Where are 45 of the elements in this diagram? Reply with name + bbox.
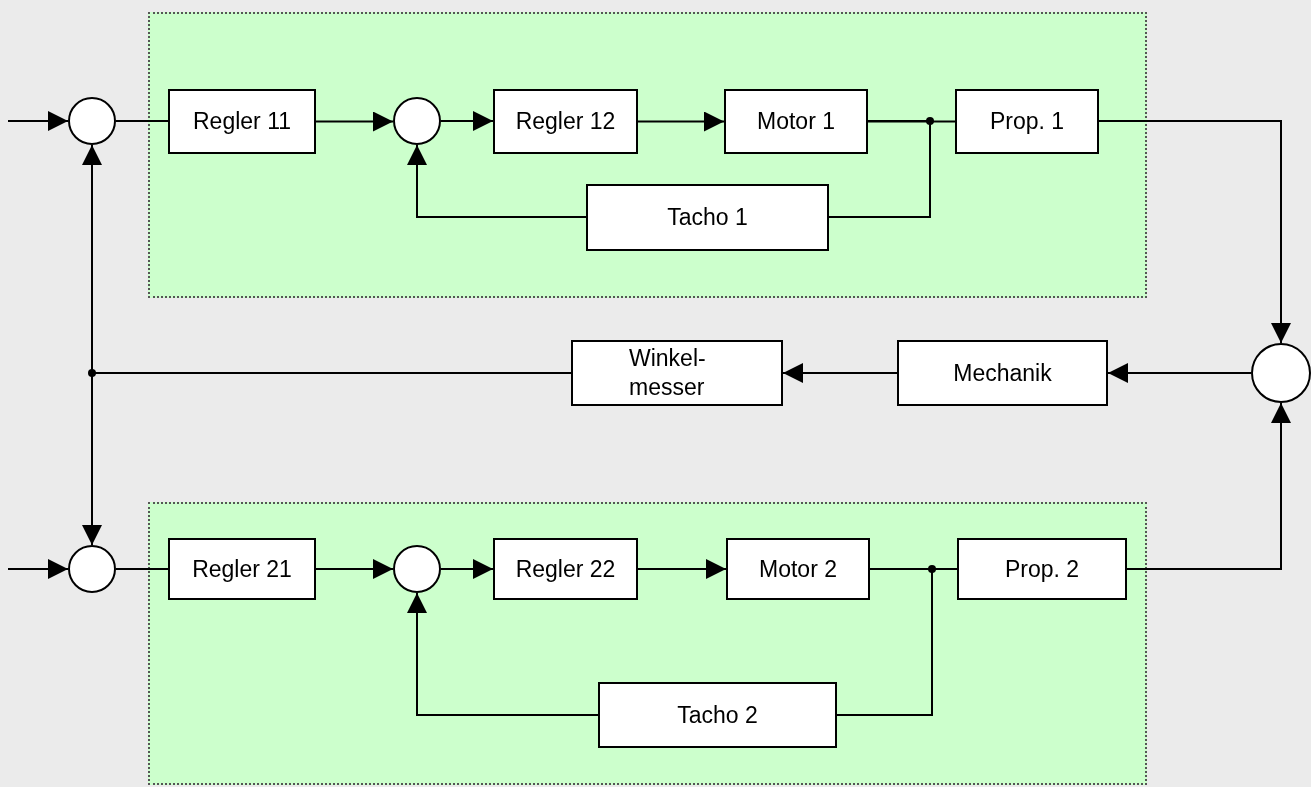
signal-arrow bbox=[637, 559, 727, 579]
group-panel bbox=[148, 502, 1147, 785]
signal-arrow bbox=[637, 111, 725, 132]
block-box bbox=[586, 184, 829, 251]
block-box bbox=[726, 538, 870, 600]
summing-junction bbox=[393, 545, 441, 593]
summing-junction bbox=[68, 545, 116, 593]
block-box bbox=[957, 538, 1127, 600]
block-box bbox=[955, 89, 1099, 154]
block-label: Winkel- messer bbox=[629, 344, 707, 402]
summing-junction bbox=[1251, 343, 1311, 403]
signal-arrow bbox=[407, 144, 587, 218]
signal-arrow bbox=[1098, 120, 1291, 344]
signal-arrow bbox=[407, 592, 599, 716]
block-box bbox=[493, 538, 638, 600]
block-label: Motor 1 bbox=[757, 107, 835, 136]
block-box bbox=[897, 340, 1108, 406]
block-label: Regler 11 bbox=[193, 107, 291, 136]
signal-arrow bbox=[782, 363, 898, 383]
block-label: Mechanik bbox=[953, 358, 1052, 388]
signal-arrow bbox=[1126, 402, 1291, 570]
block-label: Regler 12 bbox=[515, 107, 616, 136]
signal-arrow bbox=[315, 111, 394, 132]
group-panel bbox=[148, 12, 1147, 298]
summing-junction bbox=[393, 97, 441, 145]
block-label: Prop. 2 bbox=[1004, 554, 1080, 584]
block-label: Tacho 2 bbox=[677, 700, 758, 730]
block-box bbox=[168, 538, 316, 600]
block-box bbox=[724, 89, 868, 154]
signal-arrow bbox=[440, 111, 494, 131]
block-box bbox=[493, 89, 638, 154]
block-label: Regler 21 bbox=[192, 554, 292, 584]
signal-arrow bbox=[7, 111, 69, 131]
block-box bbox=[598, 682, 837, 748]
signal-arrow bbox=[1107, 363, 1252, 383]
block-label: Regler 22 bbox=[515, 554, 616, 584]
signal-arrow bbox=[7, 559, 69, 579]
summing-junction bbox=[68, 97, 116, 145]
block-box bbox=[168, 89, 316, 154]
block-label: Motor 2 bbox=[759, 554, 837, 584]
signal-arrow bbox=[440, 559, 494, 579]
signal-arrow bbox=[315, 559, 394, 579]
block-label: Tacho 1 bbox=[667, 203, 748, 232]
block-box bbox=[571, 340, 783, 406]
block-label: Prop. 1 bbox=[989, 107, 1065, 136]
